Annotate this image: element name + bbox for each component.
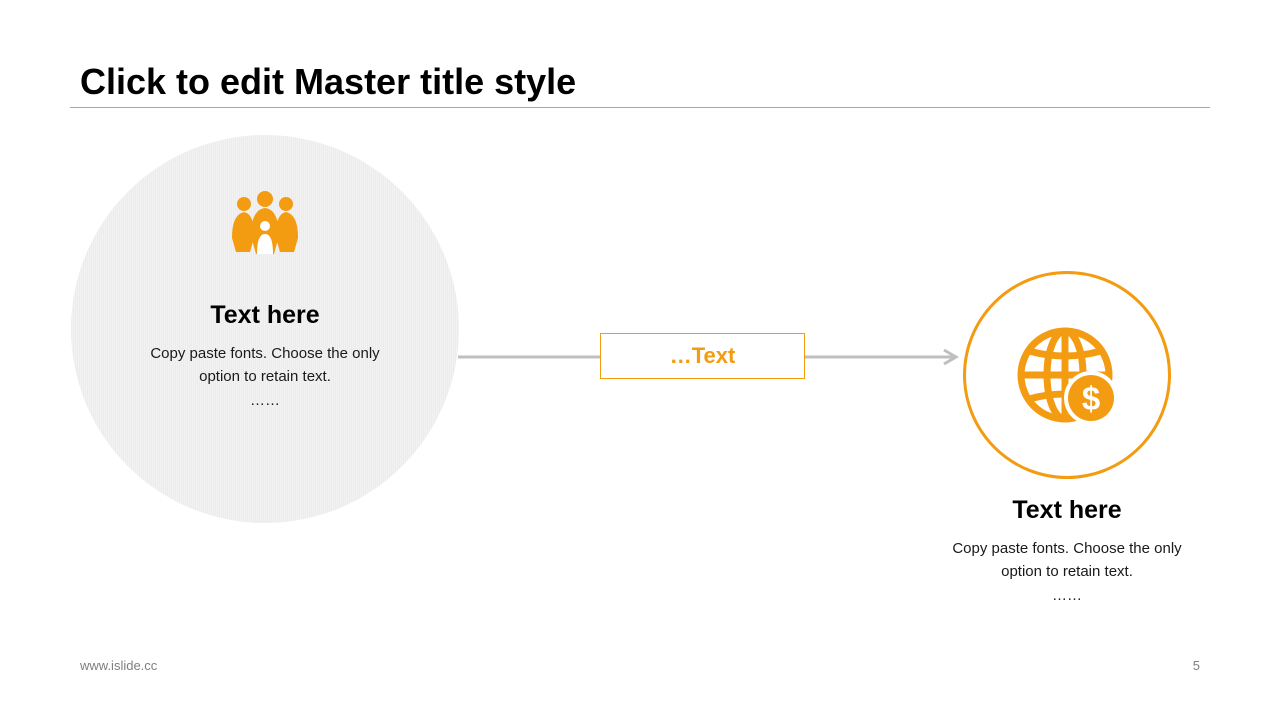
- connector-label: …Text: [669, 343, 736, 368]
- page-number: 5: [1192, 658, 1200, 673]
- left-ellipsis[interactable]: ……: [250, 392, 280, 409]
- footer-url[interactable]: www.islide.cc: [80, 658, 158, 673]
- title-divider: [70, 107, 1210, 108]
- right-heading[interactable]: Text here: [1012, 496, 1122, 524]
- left-body-line-2[interactable]: option to retain text.: [199, 368, 331, 385]
- right-body-line-1[interactable]: Copy paste fonts. Choose the only: [952, 540, 1182, 557]
- svg-text:$: $: [1082, 380, 1100, 417]
- people-group-icon: [232, 191, 298, 254]
- globe-dollar-icon: $: [1017, 327, 1118, 425]
- right-body-line-2[interactable]: option to retain text.: [1001, 563, 1133, 580]
- left-heading[interactable]: Text here: [210, 301, 320, 329]
- left-body-line-1[interactable]: Copy paste fonts. Choose the only: [150, 345, 380, 362]
- slide-title[interactable]: Click to edit Master title style: [80, 61, 577, 102]
- connector-label-box[interactable]: …Text: [600, 333, 805, 379]
- right-ellipsis[interactable]: ……: [1052, 587, 1082, 604]
